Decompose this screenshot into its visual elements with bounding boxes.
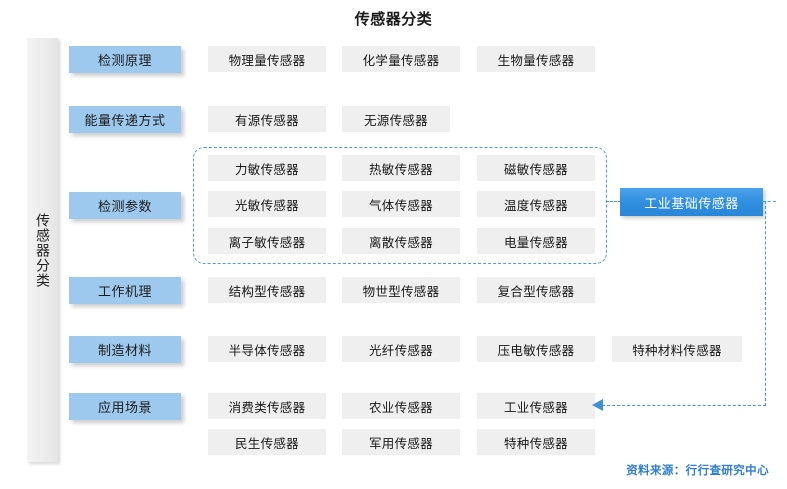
item-chip[interactable]: 结构型传感器 <box>208 277 326 303</box>
item-chip[interactable]: 温度传感器 <box>477 191 595 217</box>
item-chip[interactable]: 气体传感器 <box>342 191 460 217</box>
item-chip[interactable]: 压电敏传感器 <box>477 336 595 362</box>
item-chip[interactable]: 生物量传感器 <box>477 46 595 72</box>
item-chip[interactable]: 化学量传感器 <box>342 46 460 72</box>
item-chip[interactable]: 特种材料传感器 <box>612 336 742 362</box>
item-chip[interactable]: 力敏传感器 <box>208 155 326 181</box>
connector-dash-horizontal <box>602 405 766 406</box>
item-chip[interactable]: 民生传感器 <box>208 429 326 455</box>
connector-arrow-icon <box>592 399 603 411</box>
item-chip[interactable]: 复合型传感器 <box>477 277 595 303</box>
root-node-bar <box>27 38 58 462</box>
category-chip[interactable]: 检测原理 <box>69 46 181 73</box>
item-chip[interactable]: 无源传感器 <box>342 106 450 132</box>
highlight-group-box <box>193 147 607 264</box>
item-chip[interactable]: 物理量传感器 <box>208 46 326 72</box>
source-attribution: 资料来源：行行查研究中心 <box>626 465 769 477</box>
root-node-label: 传感器分类 <box>35 212 51 288</box>
category-chip[interactable]: 能量传递方式 <box>69 106 181 133</box>
item-chip[interactable]: 消费类传感器 <box>208 393 326 419</box>
item-chip[interactable]: 离散传感器 <box>342 228 460 254</box>
item-chip[interactable]: 工业传感器 <box>477 393 595 419</box>
item-chip[interactable]: 有源传感器 <box>208 106 326 132</box>
callout-industrial-base-sensor[interactable]: 工业基础传感器 <box>620 188 763 216</box>
connector-dash-right <box>762 201 776 202</box>
item-chip[interactable]: 离子敏传感器 <box>208 228 326 254</box>
category-chip[interactable]: 工作机理 <box>69 277 181 304</box>
item-chip[interactable]: 磁敏传感器 <box>477 155 595 181</box>
connector-dash-left <box>606 201 621 202</box>
category-chip[interactable]: 应用场景 <box>69 393 181 420</box>
item-chip[interactable]: 光敏传感器 <box>208 191 326 217</box>
item-chip[interactable]: 军用传感器 <box>342 429 460 455</box>
item-chip[interactable]: 农业传感器 <box>342 393 460 419</box>
category-chip[interactable]: 制造材料 <box>69 336 181 363</box>
connector-dash-vertical <box>765 201 766 406</box>
category-chip[interactable]: 检测参数 <box>69 192 181 219</box>
item-chip[interactable]: 半导体传感器 <box>208 336 326 362</box>
item-chip[interactable]: 热敏传感器 <box>342 155 460 181</box>
item-chip[interactable]: 电量传感器 <box>477 228 595 254</box>
item-chip[interactable]: 特种传感器 <box>477 429 595 455</box>
item-chip[interactable]: 物世型传感器 <box>342 277 460 303</box>
item-chip[interactable]: 光纤传感器 <box>342 336 460 362</box>
page-title: 传感器分类 <box>354 11 433 28</box>
